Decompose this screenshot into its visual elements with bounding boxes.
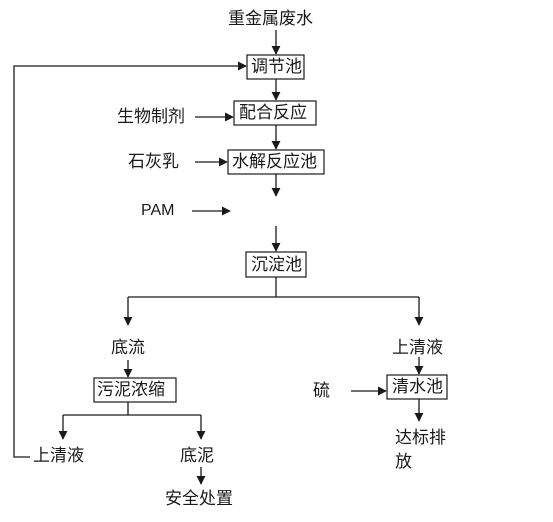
underflow-label: 底流: [111, 338, 145, 358]
complex-reaction-label: 配合反应: [239, 103, 307, 123]
sedimentation-tank-label: 沉淀池: [251, 255, 302, 275]
bottom-sludge-label: 底泥: [180, 446, 214, 466]
clear-water-tank-label: 清水池: [392, 377, 443, 397]
hydrolysis-tank-label: 水解反应池: [232, 152, 317, 172]
regulating-tank-label: 调节池: [251, 57, 302, 77]
regulating-tank-box: [246, 54, 305, 80]
chelating-agent-label: 生物制剂: [117, 107, 185, 127]
complex-reaction-box: [233, 100, 317, 126]
arrow-recycle-to-regulating: [13, 61, 247, 458]
safe-disposal-label: 安全处置: [165, 489, 233, 509]
wastewater-label: 重金属废水: [228, 9, 313, 29]
sludge-thickening-box: [93, 377, 177, 403]
clear-water-tank-box: [386, 374, 448, 400]
sedimentation-tank-box: [245, 251, 307, 278]
supernatant-right-label: 上清液: [392, 338, 443, 358]
discharge-label: 达标排放: [395, 428, 446, 472]
sulfur-label: 硫: [313, 381, 330, 401]
sludge-thickening-label: 污泥浓缩: [97, 380, 165, 400]
pam-label: PAM: [141, 202, 175, 219]
lime-milk-label: 石灰乳: [128, 152, 179, 172]
supernatant-left-label: 上清液: [33, 446, 84, 466]
